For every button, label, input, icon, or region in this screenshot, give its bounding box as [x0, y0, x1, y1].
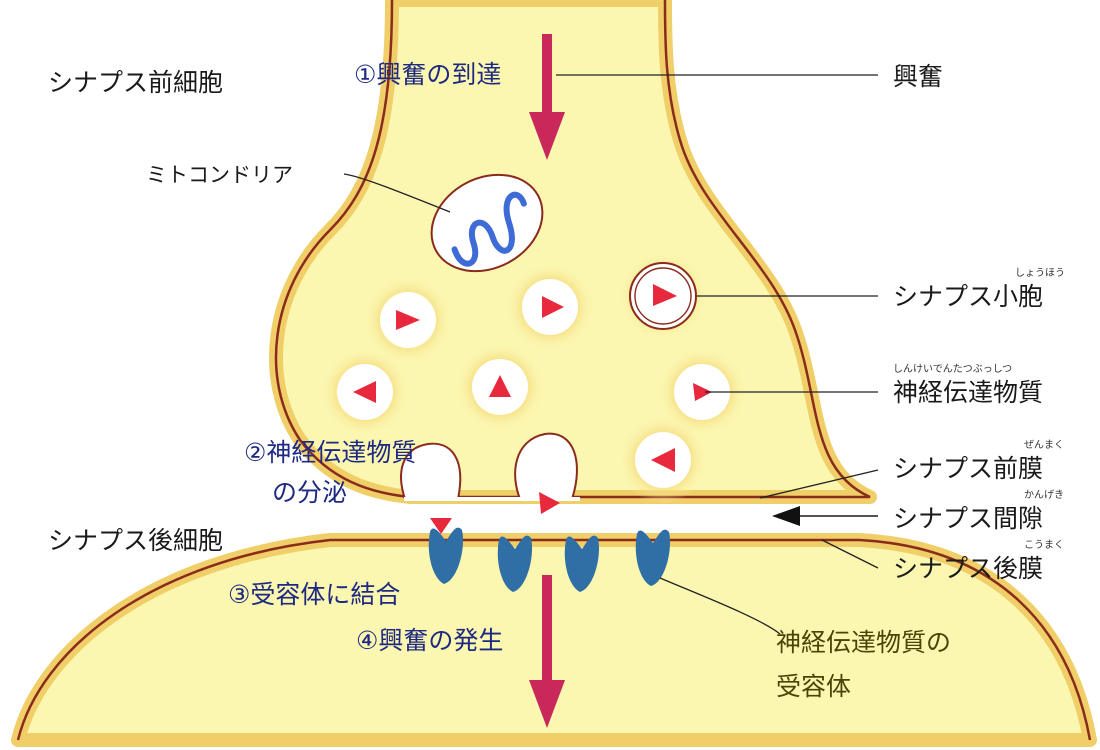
synaptic-cleft-pointer — [772, 506, 878, 526]
label-postsynaptic-cell: シナプス後細胞 — [48, 526, 224, 555]
ruby-synaptic-vesicle: しょうほう — [1015, 268, 1065, 279]
neurotransmitter-mark — [353, 381, 376, 403]
mitochondrion-crista — [451, 191, 527, 267]
step-excitation-arrival: ①興奮の到達 — [354, 60, 502, 89]
ruby-postsynaptic-membrane: こうまく — [1024, 540, 1064, 551]
released-neurotransmitter — [539, 492, 560, 514]
ruby-synaptic-cleft: かんげき — [1024, 490, 1064, 501]
neurotransmitter-mark — [651, 448, 675, 472]
released-neurotransmitter — [430, 518, 452, 534]
step-neurotransmitter-release-line1: ②神経伝達物質 — [244, 438, 417, 467]
label-receptor-line2: 受容体 — [776, 672, 852, 701]
ruby-presynaptic-membrane: ぜんまく — [1024, 440, 1064, 451]
neurotransmitter-mark — [653, 284, 677, 306]
exocytosis-pocket-left — [400, 442, 462, 500]
label-mitochondria: ミトコンドリア — [146, 163, 293, 187]
label-excitation: 興奮 — [893, 62, 944, 91]
exocytosis-pocket-right — [514, 432, 578, 500]
label-presynaptic-cell: シナプス前細胞 — [48, 68, 224, 97]
receptor — [635, 529, 671, 586]
receptor — [428, 527, 464, 584]
postsynaptic-membrane — [16, 538, 1092, 741]
receptor — [497, 535, 533, 592]
step-excitation-generation: ④興奮の発生 — [356, 626, 504, 655]
mitochondrion — [430, 173, 544, 273]
label-receptor-line1: 神経伝達物質の — [776, 628, 952, 657]
neurotransmitter-mark — [396, 310, 420, 330]
leader-lines — [343, 74, 879, 635]
arrow-excitation-arrival — [529, 34, 565, 160]
step-neurotransmitter-release-line2: の分泌 — [272, 478, 348, 507]
label-synaptic-cleft: シナプス間隙 — [893, 504, 1044, 533]
label-postsynaptic-membrane: シナプス後膜 — [893, 554, 1044, 583]
neurotransmitter-mark — [489, 375, 511, 397]
neurotransmitter-mark — [693, 383, 712, 401]
synaptic-vesicles — [321, 252, 746, 504]
step-receptor-binding: ③受容体に結合 — [228, 580, 401, 609]
receptors — [428, 527, 671, 592]
arrow-excitation-generation — [529, 575, 565, 728]
receptor — [564, 535, 600, 592]
label-neurotransmitter: 神経伝達物質 — [893, 378, 1044, 407]
label-presynaptic-membrane: シナプス前膜 — [893, 454, 1044, 483]
ruby-neurotransmitter: しんけいでんたつぶっしつ — [893, 364, 1013, 375]
neurotransmitter-mark — [542, 296, 564, 318]
label-synaptic-vesicle: シナプス小胞 — [893, 282, 1044, 311]
